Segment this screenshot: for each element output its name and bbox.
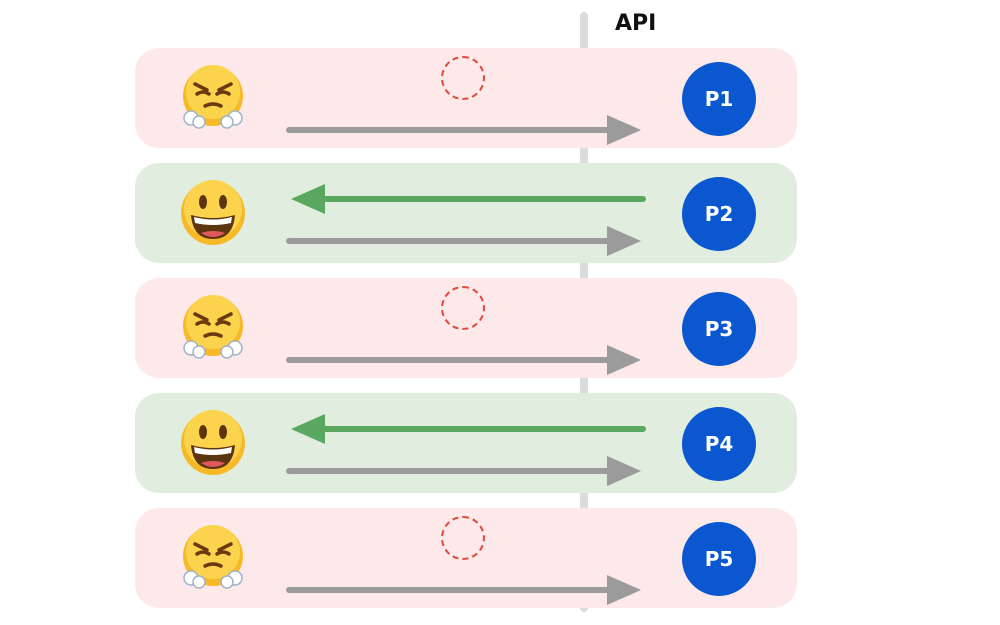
response-arrow [291,184,646,214]
grinning-face-icon [177,407,249,479]
process-node-p4: P4 [682,407,756,481]
response-arrow [291,414,646,444]
request-arrow [286,575,641,605]
grinning-face-icon [177,177,249,249]
request-row-p1: P1 [135,48,797,148]
request-arrow [286,115,641,145]
request-row-p3: P3 [135,278,797,378]
request-row-p4: P4 [135,393,797,493]
request-row-p2: P2 [135,163,797,263]
pending-response-indicator [441,286,485,330]
process-node-p2: P2 [682,177,756,251]
request-arrow [286,456,641,486]
process-node-p3: P3 [682,292,756,366]
face-with-steam-from-nose-icon [177,522,249,594]
request-arrow [286,226,641,256]
face-with-steam-from-nose-icon [177,292,249,364]
api-label: API [615,11,657,36]
request-row-p5: P5 [135,508,797,608]
pending-response-indicator [441,56,485,100]
pending-response-indicator [441,516,485,560]
process-node-p1: P1 [682,62,756,136]
request-arrow [286,345,641,375]
face-with-steam-from-nose-icon [177,62,249,134]
process-node-p5: P5 [682,522,756,596]
